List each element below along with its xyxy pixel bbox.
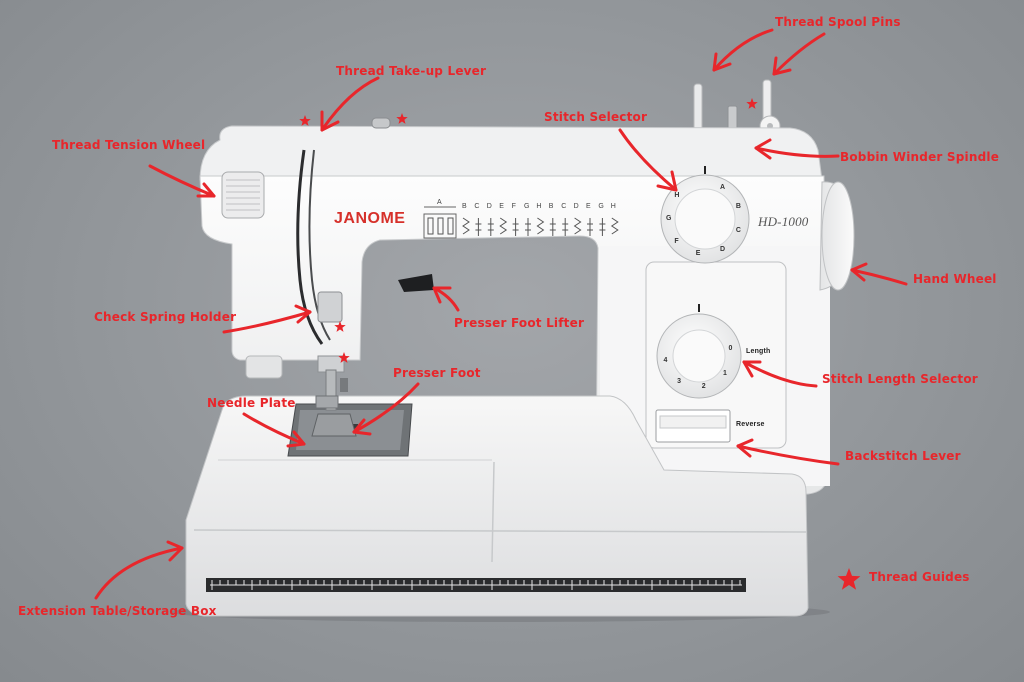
selector-letter: B	[735, 202, 742, 210]
arrow-stitch-selector	[618, 128, 678, 192]
label-needle-plate: Needle Plate	[207, 396, 296, 410]
selector-letter: H	[674, 191, 680, 199]
presser-foot-lifter-shape	[398, 274, 434, 292]
top-cover	[199, 125, 823, 181]
stitch-letter: G	[598, 203, 605, 210]
stitch-letter: C	[474, 203, 480, 210]
stitch-group-box	[423, 206, 457, 239]
arrow-thread-takeup-lever	[320, 76, 380, 132]
stitch-letter: D	[486, 203, 493, 210]
tension-wheel	[221, 171, 265, 219]
label-thread-tension-wheel: Thread Tension Wheel	[52, 138, 206, 152]
arrow-stitch-length-selector	[742, 360, 818, 388]
stitch-letter: C	[561, 203, 567, 210]
brand-logo-text: JANOME	[334, 210, 406, 227]
arrow-presser-foot	[352, 382, 420, 436]
thread-guide-markers	[299, 98, 758, 363]
stitch-letter: F	[511, 203, 517, 210]
label-thread-spool-pins: Thread Spool Pins	[775, 15, 901, 29]
stitch-letter: H	[536, 203, 542, 210]
stitch-letter: B	[462, 203, 467, 210]
label-stitch-length-selector: Stitch Length Selector	[822, 372, 978, 386]
arrow-backstitch-lever	[736, 438, 840, 466]
length-number: 0	[728, 345, 733, 353]
thread-guide-star	[746, 98, 758, 109]
label-check-spring-holder: Check Spring Holder	[94, 310, 237, 324]
selector-letter: A	[720, 183, 726, 191]
needle-assembly	[311, 355, 357, 437]
arrow-check-spring-holder	[222, 304, 312, 334]
ruler-strip	[206, 578, 746, 592]
label-thread-takeup-lever: Thread Take-up Lever	[336, 64, 487, 78]
thread-guide-star	[338, 352, 350, 363]
selector-letter: F	[674, 238, 679, 246]
arrow-needle-plate	[242, 412, 306, 448]
stitch-selector-dial	[660, 166, 750, 264]
stitch-group-label: A	[437, 199, 442, 206]
label-presser-foot-lifter: Presser Foot Lifter	[454, 316, 585, 330]
label-backstitch-lever: Backstitch Lever	[845, 449, 961, 463]
length-number: 4	[663, 356, 668, 364]
selector-letter: E	[695, 250, 701, 258]
stitch-letter: D	[573, 203, 579, 210]
selector-letter: D	[720, 246, 726, 254]
thread-guide-star	[396, 113, 408, 124]
legend-thread-guides: Thread Guides	[869, 570, 970, 584]
stitch-pattern-glyphs	[427, 217, 619, 236]
reverse-lever	[655, 409, 731, 443]
arrow-extension-table	[94, 540, 184, 600]
label-presser-foot: Presser Foot	[393, 366, 481, 380]
arrow-hand-wheel	[850, 262, 908, 286]
arrow-thread-spool-pins	[712, 28, 826, 76]
length-number: 1	[723, 369, 728, 377]
length-number: 2	[701, 383, 706, 391]
selector-letter: G	[666, 215, 672, 222]
model-name: HD-1000	[758, 214, 809, 229]
stitch-letter: E	[586, 203, 591, 210]
length-label: Length	[746, 348, 771, 355]
red-star-icon	[837, 568, 861, 590]
arrow-thread-tension-wheel	[148, 164, 216, 198]
thread-guide-star	[334, 321, 346, 332]
threading-path	[245, 149, 343, 379]
label-extension-table: Extension Table/Storage Box	[18, 604, 217, 618]
label-hand-wheel: Hand Wheel	[913, 272, 997, 286]
hand-wheel	[819, 181, 855, 291]
stitch-letter: G	[524, 203, 530, 210]
reverse-label: Reverse	[736, 421, 765, 428]
label-stitch-selector: Stitch Selector	[544, 110, 648, 124]
arrow-bobbin-winder-spindle	[754, 138, 840, 160]
selector-letter: C	[735, 227, 742, 235]
top-thread-guide	[371, 117, 391, 129]
thread-guide-star	[299, 115, 311, 126]
stitch-length-dial	[656, 304, 742, 399]
stitch-letter: B	[548, 203, 554, 210]
length-number: 3	[677, 378, 682, 386]
stitch-letter: E	[499, 203, 505, 210]
stitch-letter: H	[610, 203, 617, 210]
arrow-presser-foot-lifter	[432, 286, 460, 312]
label-bobbin-winder-spindle: Bobbin Winder Spindle	[840, 150, 1000, 164]
